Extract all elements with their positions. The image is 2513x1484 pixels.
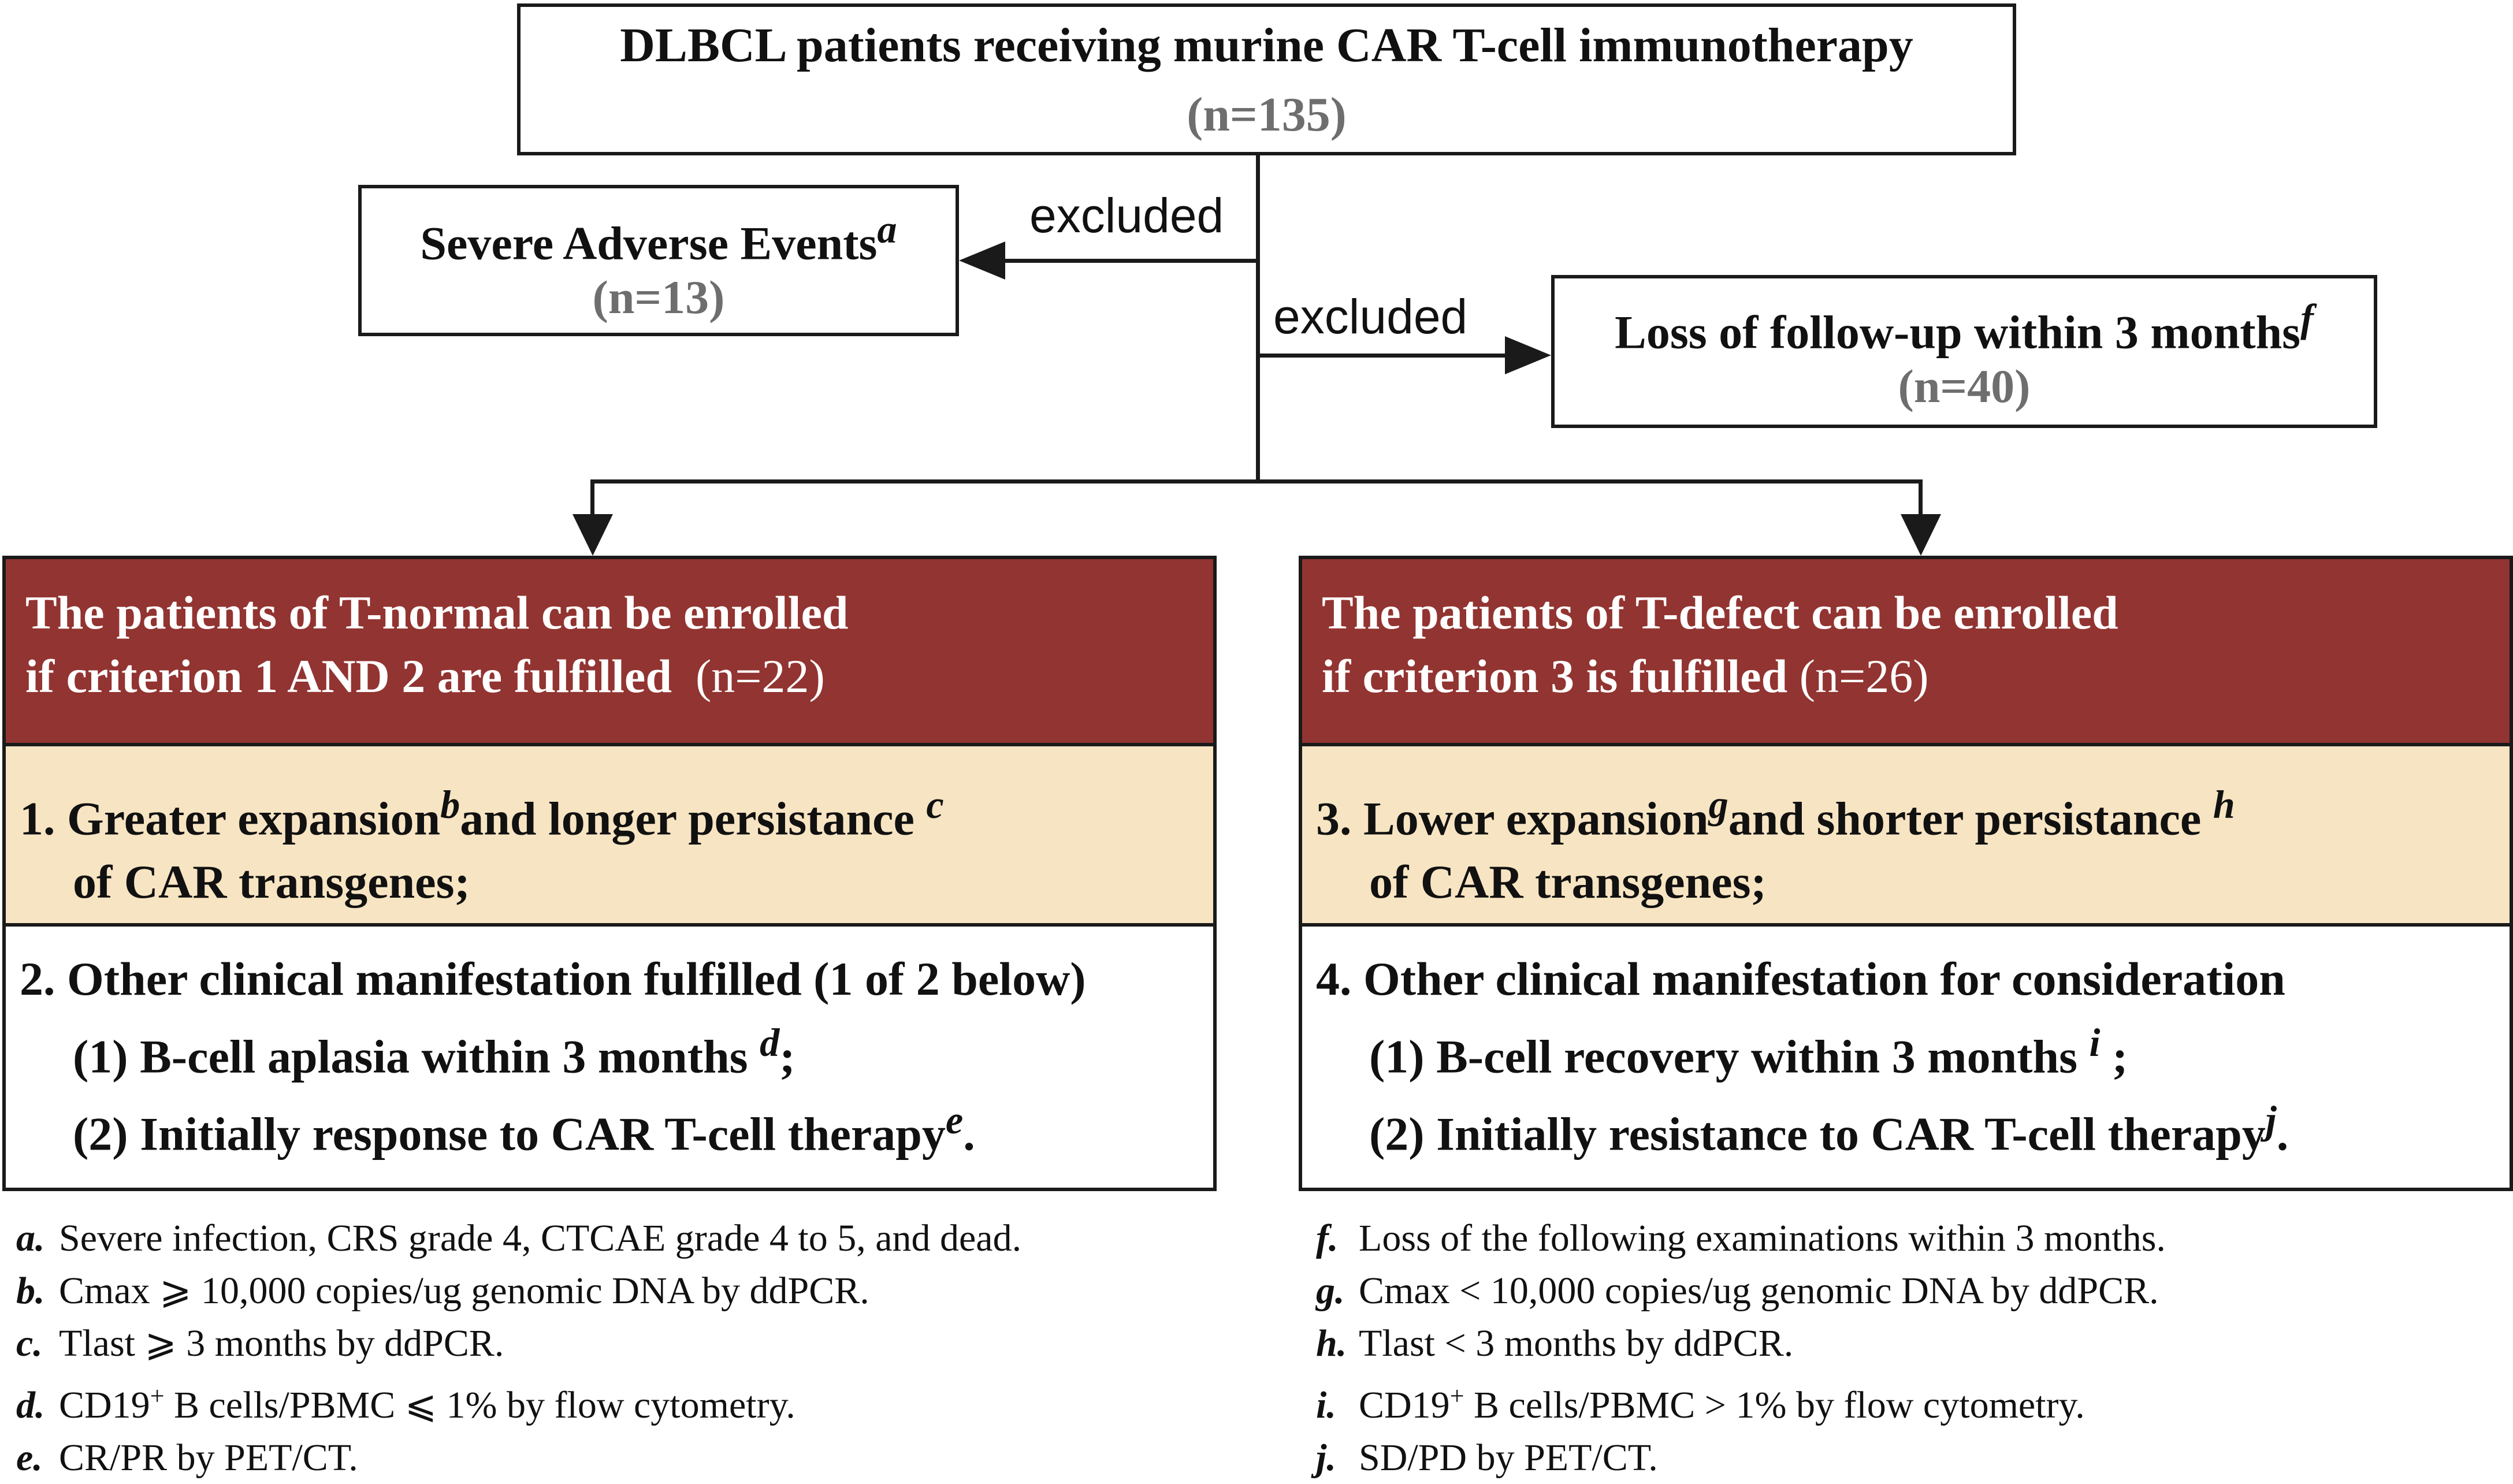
lfu-count: (n=40) [1898, 360, 2031, 412]
lfu-title: Loss of follow-up within 3 monthsf [1615, 296, 2314, 359]
footnote-item: j.SD/PD by PET/CT. [1316, 1437, 1658, 1479]
criterion-2: 2. Other clinical manifestation fulfille… [6, 927, 1213, 1188]
arrow-to-left-panel-icon [573, 514, 613, 556]
footnote-item: e.CR/PR by PET/CT. [16, 1437, 358, 1479]
criterion-3: 3. Lower expansiongand shorter persistan… [1302, 743, 2510, 927]
loss-of-follow-up-box: Loss of follow-up within 3 monthsf (n=40… [1551, 275, 2377, 428]
footnotes-right: f.Loss of the following examinations wit… [1316, 1212, 2166, 1484]
footnote-item: i.CD19+ B cells/PBMC > 1% by flow cytome… [1316, 1382, 2085, 1426]
arrow-to-right-panel-icon [1901, 514, 1941, 556]
sae-title: Severe Adverse Eventsa [420, 207, 897, 270]
footnote-item: h.Tlast < 3 months by ddPCR. [1316, 1322, 1794, 1364]
criterion-1: 1. Greater expansionband longer persista… [6, 743, 1213, 927]
split-line [590, 479, 1923, 483]
sae-footnote-ref: a [877, 207, 897, 251]
lfu-footnote-ref: f [2300, 296, 2314, 340]
criterion-4: 4. Other clinical manifestation for cons… [1302, 927, 2510, 1188]
footnote-item: f.Loss of the following examinations wit… [1316, 1217, 2166, 1259]
footnote-item: b.Cmax ⩾ 10,000 copies/ug genomic DNA by… [16, 1270, 869, 1312]
excluded-label-lfu: excluded [1273, 289, 1468, 344]
criterion-4-item-1: (1) B-cell recovery within 3 months i ; [1369, 1021, 2128, 1083]
arrow-to-lfu-icon [1505, 336, 1551, 374]
t-defect-panel: The patients of T-defect can be enrolled… [1299, 556, 2513, 1191]
t-normal-header: The patients of T-normal can be enrolled… [6, 559, 1213, 743]
t-defect-count: (n=26) [1799, 650, 1929, 702]
footnotes-left: a.Severe infection, CRS grade 4, CTCAE g… [16, 1212, 1021, 1484]
severe-adverse-events-box: Severe Adverse Eventsa (n=13) [358, 185, 959, 336]
source-population-title: DLBCL patients receiving murine CAR T-ce… [620, 18, 1913, 72]
t-defect-header: The patients of T-defect can be enrolled… [1302, 559, 2510, 743]
criterion-4-item-2: (2) Initially resistance to CAR T-cell t… [1369, 1098, 2289, 1161]
t-normal-count: (n=22) [695, 650, 825, 702]
drop-left-line [590, 479, 594, 520]
excluded-label-sae: excluded [1029, 188, 1224, 243]
footnote-item: g.Cmax < 10,000 copies/ug genomic DNA by… [1316, 1270, 2159, 1312]
arrow-to-sae-icon [959, 241, 1005, 280]
source-population-box: DLBCL patients receiving murine CAR T-ce… [517, 3, 2016, 155]
footnote-item: d.CD19+ B cells/PBMC ⩽ 1% by flow cytome… [16, 1382, 795, 1426]
branch-to-sae-line [999, 259, 1258, 263]
t-normal-panel: The patients of T-normal can be enrolled… [2, 556, 1217, 1191]
criterion-2-item-1: (1) B-cell aplasia within 3 months d; [73, 1021, 795, 1083]
branch-to-lfu-line [1256, 354, 1510, 358]
footnote-item: a.Severe infection, CRS grade 4, CTCAE g… [16, 1217, 1022, 1259]
footnote-item: c.Tlast ⩾ 3 months by ddPCR. [16, 1322, 504, 1364]
drop-right-line [1919, 479, 1923, 520]
trunk-line [1256, 155, 1260, 483]
criterion-2-item-2: (2) Initially response to CAR T-cell the… [73, 1098, 975, 1161]
sae-count: (n=13) [592, 271, 725, 323]
source-population-count: (n=135) [1187, 88, 1347, 142]
